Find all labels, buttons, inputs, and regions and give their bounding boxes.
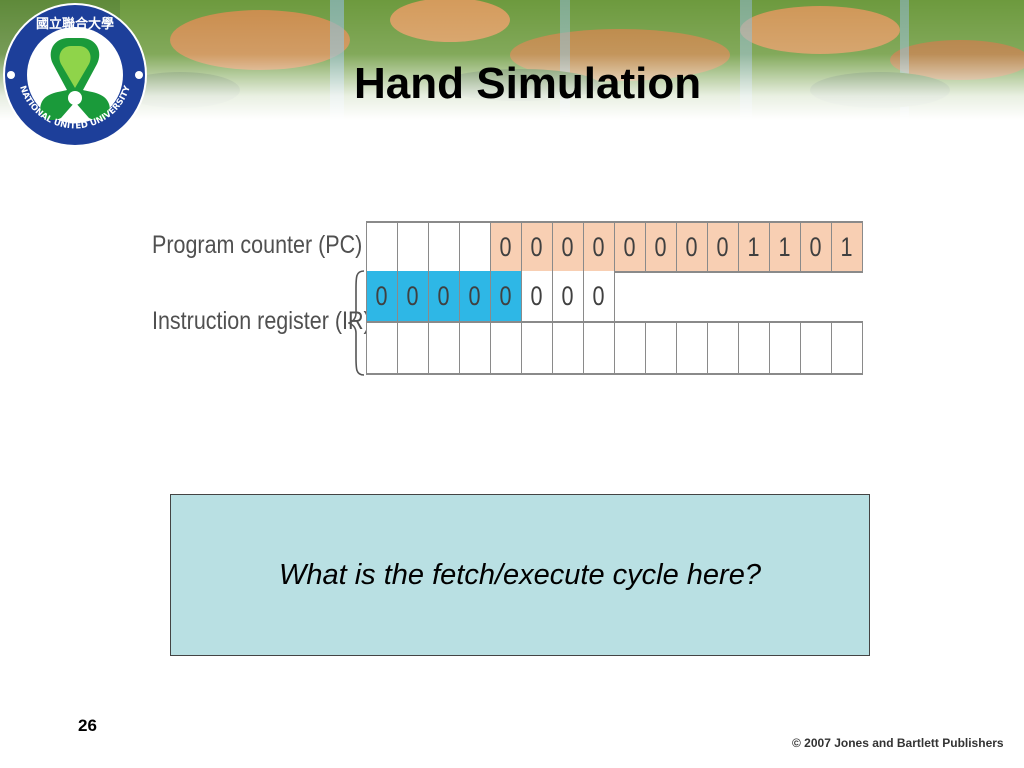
ir-lower-cell xyxy=(522,323,553,373)
pc-bit-cell: 0 xyxy=(801,223,832,271)
ir-lower-cell xyxy=(584,323,615,373)
pc-bit-cell xyxy=(398,223,429,271)
ir-brace-icon xyxy=(348,270,365,376)
ir-lower-cell xyxy=(801,323,832,373)
pc-bit-cell: 0 xyxy=(522,223,553,271)
pc-bit-cell xyxy=(429,223,460,271)
ir-register-lower xyxy=(366,321,863,375)
pc-bit-cell: 1 xyxy=(739,223,770,271)
ir-lower-cell xyxy=(708,323,739,373)
ir-lower-cell xyxy=(739,323,770,373)
ir-opcode-cell: 0 xyxy=(429,271,460,321)
ir-operand-cell: 0 xyxy=(522,271,553,321)
pc-bit-cell: 1 xyxy=(770,223,801,271)
ir-lower-cell xyxy=(367,323,398,373)
pc-bit-cell: 0 xyxy=(491,223,522,271)
pc-bit-cell xyxy=(460,223,491,271)
banner-fade xyxy=(0,0,1024,120)
ir-label: Instruction register (IR) xyxy=(152,307,371,335)
ir-lower-cell xyxy=(553,323,584,373)
ir-lower-cell xyxy=(460,323,491,373)
page-number: 26 xyxy=(78,716,97,735)
logo-chinese-text: 國立聯合大學 xyxy=(36,16,114,32)
pc-bit-cell: 0 xyxy=(677,223,708,271)
ir-operand-cell: 0 xyxy=(553,271,584,321)
question-text: What is the fetch/execute cycle here? xyxy=(279,558,761,591)
logo-seal-icon: 國立聯合大學 NATIONAL UNITED UNIVERSITY xyxy=(3,3,147,147)
ir-operand-cell: 0 xyxy=(584,271,615,321)
ir-lower-cell xyxy=(615,323,646,373)
ir-lower-cell xyxy=(832,323,863,373)
ir-opcode-cell: 0 xyxy=(398,271,429,321)
ir-opcode-cell: 0 xyxy=(491,271,522,321)
ir-opcode-cell: 0 xyxy=(460,271,491,321)
ir-lower-cell xyxy=(429,323,460,373)
pc-bit-cell: 0 xyxy=(708,223,739,271)
pc-bit-cell: 1 xyxy=(832,223,863,271)
slide-title: Hand Simulation xyxy=(354,59,702,108)
pc-bit-cell: 0 xyxy=(584,223,615,271)
ir-lower-cell xyxy=(491,323,522,373)
pc-bit-cell: 0 xyxy=(615,223,646,271)
ir-lower-cell xyxy=(646,323,677,373)
pc-bit-cell xyxy=(367,223,398,271)
ir-lower-cell xyxy=(398,323,429,373)
pc-label: Program counter (PC) xyxy=(152,231,363,259)
ir-lower-cell xyxy=(677,323,708,373)
register-diagram: Program counter (PC) Instruction registe… xyxy=(150,215,870,385)
header-banner xyxy=(0,0,1024,120)
pc-bit-cell: 0 xyxy=(646,223,677,271)
ir-lower-cell xyxy=(770,323,801,373)
question-box: What is the fetch/execute cycle here? xyxy=(170,494,870,656)
pc-bit-cell: 0 xyxy=(553,223,584,271)
university-logo: 國立聯合大學 NATIONAL UNITED UNIVERSITY xyxy=(2,2,148,148)
ir-opcode-cell: 0 xyxy=(367,271,398,321)
copyright-notice: © 2007 Jones and Bartlett Publishers xyxy=(792,736,1004,750)
